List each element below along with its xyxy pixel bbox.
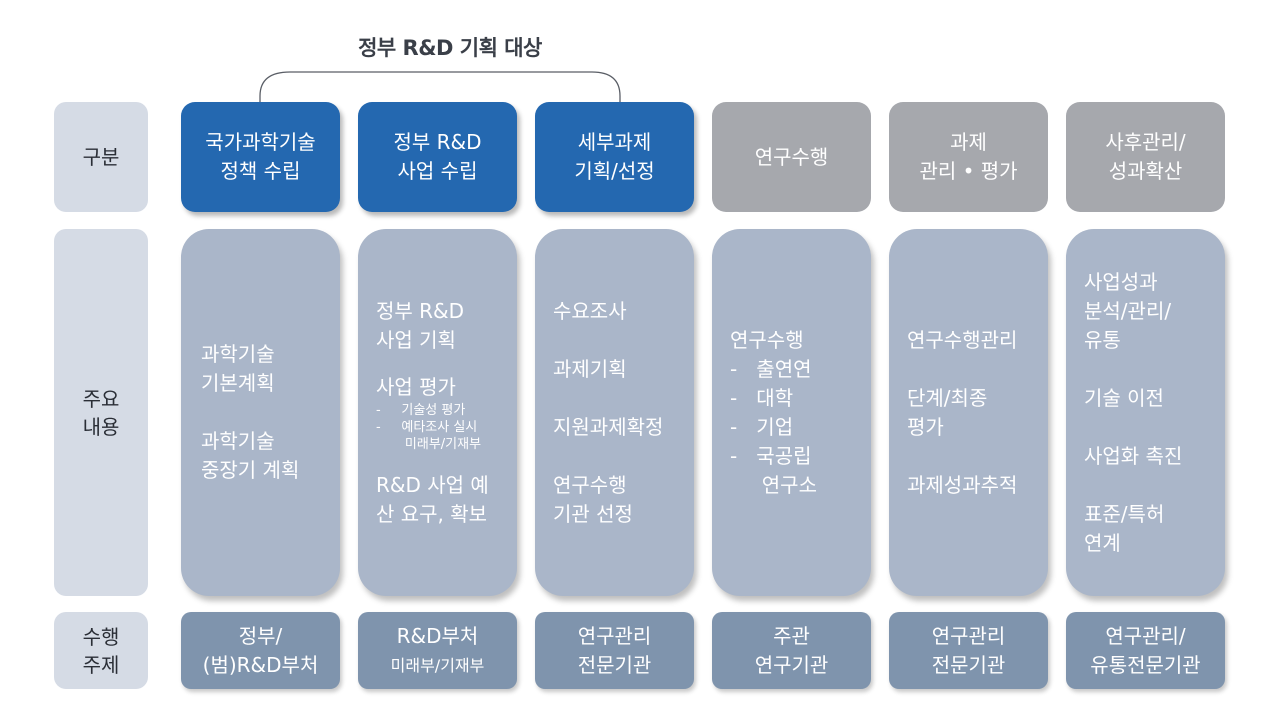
- header-research: 연구수행: [712, 102, 871, 212]
- content-col-4: 연구수행 - 출연연 - 대학 - 기업 - 국공립 연구소: [712, 229, 871, 596]
- content-item: 연구수행: [730, 327, 804, 352]
- actor-col-4: 주관 연구기관: [712, 612, 871, 689]
- content-item: 연구수행 기관 선정: [553, 472, 633, 526]
- actor-line: R&D부처: [396, 623, 479, 648]
- content-item: 사업 평가: [376, 374, 456, 399]
- content-item: 과학기술 기본계획: [201, 342, 275, 395]
- content-item: 지원과제확정: [553, 414, 664, 439]
- content-item: 수요조사: [553, 298, 627, 323]
- content-list: - 출연연 - 대학 - 기업 - 국공립 연구소: [730, 356, 817, 497]
- header-management-evaluation: 과제 관리 • 평가: [889, 102, 1048, 212]
- content-col-6: 사업성과 분석/관리/ 유통 기술 이전 사업화 촉진 표준/특허 연계: [1066, 229, 1225, 596]
- content-item: 표준/특허 연계: [1084, 501, 1165, 555]
- actor-col-5: 연구관리 전문기관: [889, 612, 1048, 689]
- content-item: 정부 R&D 사업 기획: [376, 298, 465, 352]
- actor-line: (범)R&D부처: [202, 652, 319, 677]
- content-col-3: 수요조사 과제기획 지원과제확정 연구수행 기관 선정: [535, 229, 694, 596]
- header-national-policy: 국가과학기술 정책 수립: [181, 102, 340, 212]
- actor-line: 연구관리: [931, 623, 1006, 648]
- actor-col-3: 연구관리 전문기관: [535, 612, 694, 689]
- header-project-planning: 세부과제 기획/선정: [535, 102, 694, 212]
- actor-col-1: 정부/ (범)R&D부처: [181, 612, 340, 689]
- content-col-1: 과학기술 기본계획 과학기술 중장기 계획: [181, 229, 340, 596]
- row-label-content: 주요 내용: [54, 229, 148, 596]
- actor-line: 주관: [773, 623, 810, 648]
- actor-line: 미래부/기재부: [390, 655, 485, 675]
- header-post-management: 사후관리/ 성과확산: [1066, 102, 1225, 212]
- row-label-actor: 수행 주제: [54, 612, 148, 689]
- actor-line: 전문기관: [931, 652, 1006, 677]
- content-item: 단계/최종 평가: [907, 385, 988, 439]
- actor-line: 정부/: [238, 623, 283, 648]
- actor-line: 연구기관: [754, 652, 829, 677]
- actor-col-2: R&D부처 미래부/기재부: [358, 612, 517, 689]
- content-item: 기술 이전: [1084, 385, 1164, 410]
- actor-col-6: 연구관리/ 유통전문기관: [1066, 612, 1225, 689]
- diagram-title: 정부 R&D 기획 대상: [358, 36, 542, 60]
- content-item: 사업성과 분석/관리/ 유통: [1084, 269, 1172, 352]
- content-item: 과학기술 중장기 계획: [201, 429, 300, 482]
- content-item: 과제기획: [553, 356, 627, 381]
- header-rd-program: 정부 R&D 사업 수립: [358, 102, 517, 212]
- content-item: R&D 사업 예 산 요구, 확보: [376, 472, 489, 526]
- content-col-2: 정부 R&D 사업 기획 사업 평가 - 기술성 평가 - 예타조사 실시 미래…: [358, 229, 517, 596]
- content-sub-item: - 기술성 평가: [376, 402, 466, 418]
- content-item: 과제성과추적: [907, 472, 1018, 497]
- content-col-5: 연구수행관리 단계/최종 평가 과제성과추적: [889, 229, 1048, 596]
- content-item: 사업화 촉진: [1084, 443, 1183, 468]
- actor-line: 연구관리/: [1105, 623, 1186, 648]
- content-sub-item: - 예타조사 실시: [376, 419, 478, 435]
- actor-line: 전문기관: [577, 652, 652, 677]
- content-item: 연구수행관리: [907, 327, 1018, 352]
- row-label-category: 구분: [54, 102, 148, 212]
- content-sub-item: 미래부/기재부: [376, 436, 482, 452]
- actor-line: 연구관리: [577, 623, 652, 648]
- actor-line: 유통전문기관: [1090, 652, 1201, 677]
